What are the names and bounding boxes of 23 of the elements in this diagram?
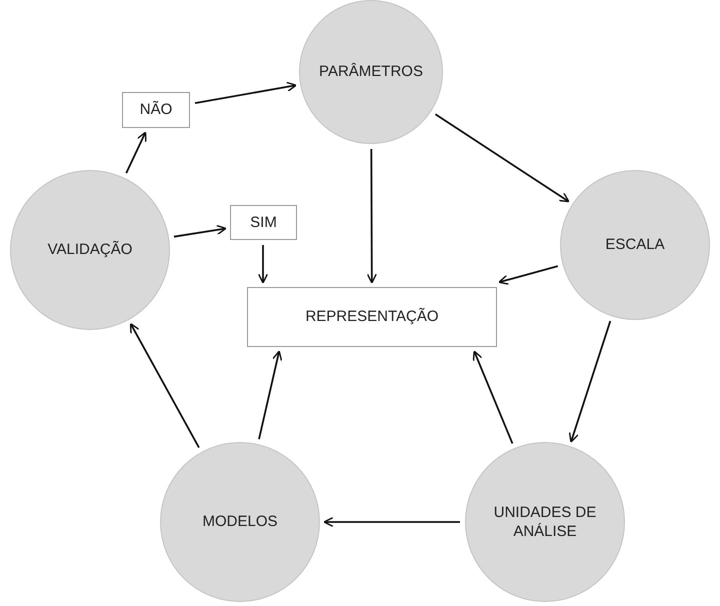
arrow [258,245,268,284]
process-box [247,287,497,347]
node-label: SIM [250,212,277,232]
node-label: MODELOS [202,512,278,532]
node-label: ESCALA [605,235,665,255]
process-box [230,205,297,240]
node-label: UNIDADES DE ANÁLISE [492,502,598,542]
arrow [130,322,200,448]
arrow [434,113,570,202]
node-label: PARÂMETROS [319,62,423,82]
arrow [498,265,558,285]
node-label: VALIDAÇÃO [48,240,132,260]
arrow [366,149,378,284]
arrow [323,516,460,528]
arrow [568,320,612,443]
arrow [125,131,146,174]
node-label: REPRESENTAÇÃO [305,307,439,327]
process-box [122,92,190,128]
node-label: NÃO [140,100,172,120]
arrow [174,224,227,238]
arrow [194,82,297,104]
arrow [258,350,282,440]
arrow [472,350,514,444]
